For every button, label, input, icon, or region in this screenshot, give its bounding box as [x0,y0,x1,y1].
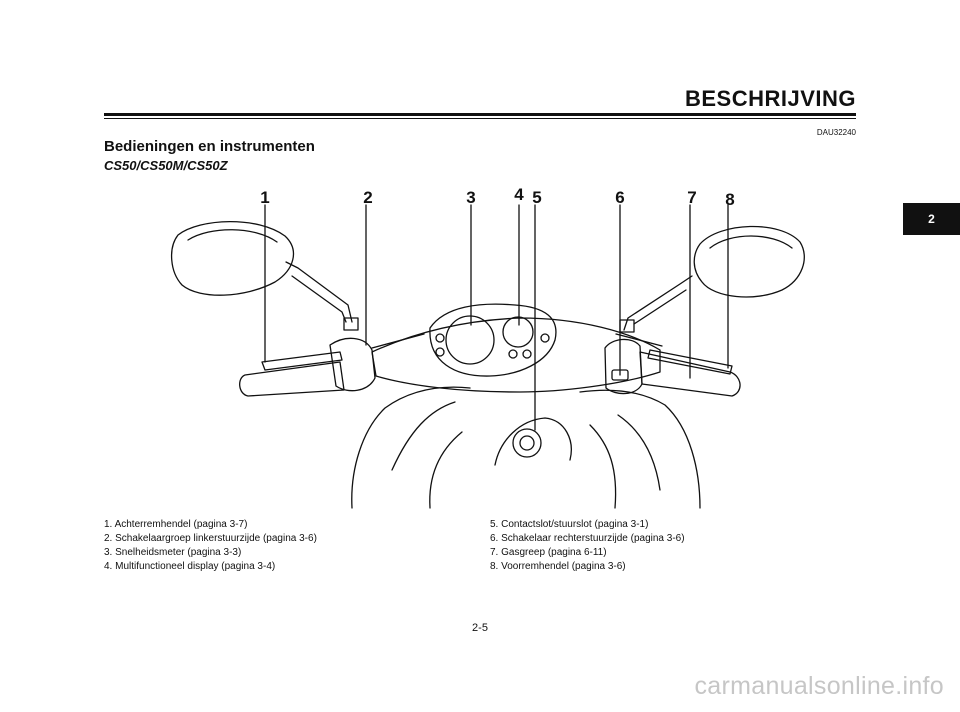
callout-3: 3 [466,188,475,207]
body-fold [391,401,456,471]
handlebar-cover [371,317,661,393]
speedometer [445,315,495,365]
callout-2: 2 [363,188,372,207]
legend-right: 5. Contactslot/stuurslot (pagina 3-1) 6.… [490,518,685,574]
title-rule-thin [104,118,856,119]
legend-item: 6. Schakelaar rechterstuurzijde (pagina … [490,533,685,544]
right-lever [647,349,733,375]
callout-7: 7 [687,188,696,207]
body-fold-2 [429,431,463,509]
body-fold-4 [617,414,661,491]
instrument-cluster [429,303,557,377]
callout-1: 1 [260,188,269,207]
watermark[interactable]: carmanualsonline.info [694,672,944,700]
page-number: 2-5 [472,622,488,634]
callout-5: 5 [532,188,541,207]
right-mirror-stem [623,275,693,331]
ignition-switch [512,428,542,458]
right-mirror [693,225,805,298]
body-fold-3 [589,424,617,509]
left-mirror [171,221,295,296]
left-mirror-mount [343,317,359,331]
legend-left: 1. Achterremhendel (pagina 3-7) 2. Schak… [104,518,317,574]
multifunction-display [502,316,534,348]
left-lever [261,351,343,371]
callout-6: 6 [615,188,624,207]
ignition-housing [494,417,572,466]
legend-item: 5. Contactslot/stuurslot (pagina 3-1) [490,519,649,530]
model-subheading: CS50/CS50M/CS50Z [104,158,228,173]
legend-item: 4. Multifunctioneel display (pagina 3-4) [104,561,276,572]
title-rule [104,113,856,116]
legend-item: 8. Voorremhendel (pagina 3-6) [490,561,626,572]
section-title: BESCHRIJVING [684,86,856,111]
right-mirror-inner [709,235,793,249]
chapter-tab[interactable]: 2 [903,203,960,235]
document-code: DAU32240 [816,128,856,137]
legend-item: 1. Achterremhendel (pagina 3-7) [104,519,248,530]
leg-shield-right [579,389,701,509]
callout-4: 4 [514,185,524,204]
left-mirror-stem [285,261,353,323]
left-grip [239,361,345,397]
legend-item: 2. Schakelaargroep linkerstuurzijde (pag… [104,533,317,544]
legend-item: 7. Gasgreep (pagina 6-11) [490,547,607,558]
left-mirror-inner [187,229,278,243]
leg-shield [351,386,471,509]
right-switch-housing [604,338,643,395]
legend-item: 3. Snelheidsmeter (pagina 3-3) [104,547,242,558]
callout-8: 8 [725,190,734,209]
left-switch-housing [329,337,376,392]
page-heading: Bedieningen en instrumenten [104,138,315,155]
handlebar-cover-top [371,333,663,349]
